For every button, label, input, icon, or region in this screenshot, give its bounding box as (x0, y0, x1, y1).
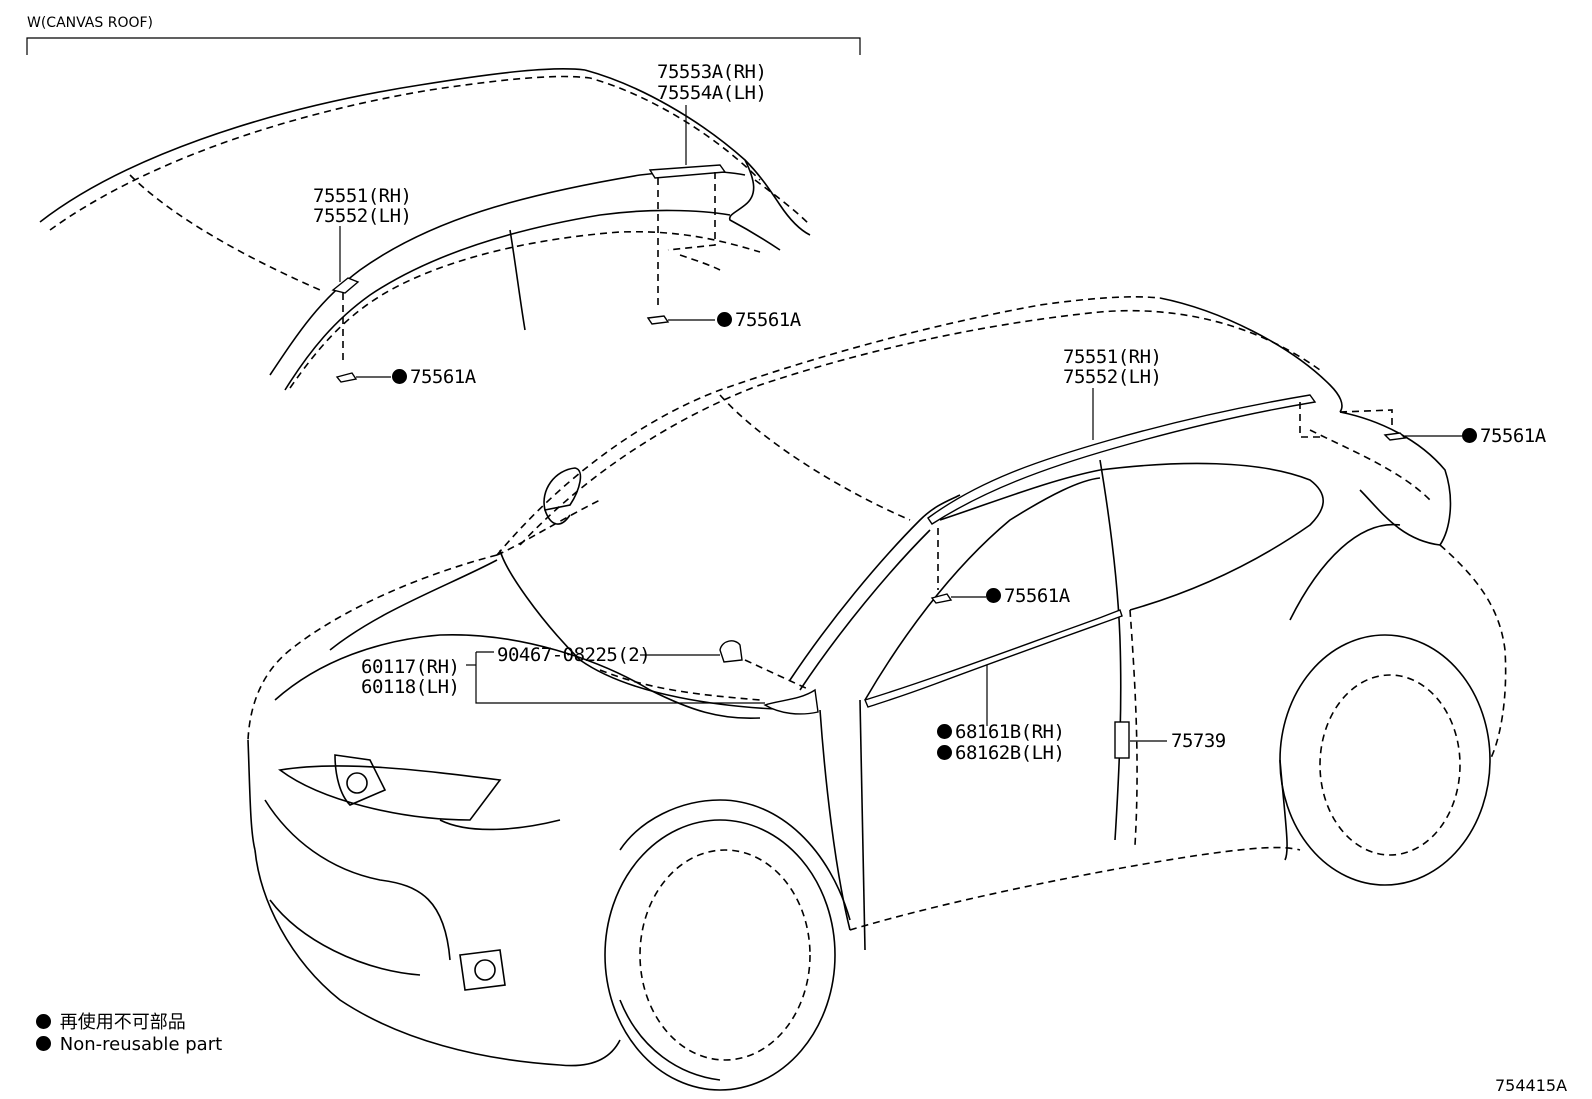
non-reusable-dot-icon (986, 588, 1001, 603)
inset-roof-drawing (39, 67, 811, 391)
non-reusable-dot-icon (36, 1014, 51, 1029)
main-cowl-piece (763, 688, 819, 715)
main-clip-rear (1383, 432, 1407, 441)
label-inset-75552: 75552(LH) (313, 205, 412, 227)
non-reusable-dot-icon (36, 1036, 51, 1051)
inset-front-roof-molding (331, 277, 360, 294)
label-bolt: 90467-08225(2) (497, 644, 651, 666)
legend-en: Non-reusable part (36, 1034, 222, 1055)
inset-clip-rear (646, 315, 670, 325)
label-main-clip-mid: 75561A (986, 586, 1070, 607)
main-tape (1114, 721, 1130, 759)
inset-clip-front (335, 372, 358, 383)
label-60118: 60118(LH) (361, 676, 460, 698)
non-reusable-dot-icon (937, 724, 952, 739)
label-60117: 60117(RH) (361, 656, 460, 678)
legend-jp: 再使用不可部品 (36, 1008, 186, 1034)
label-75554a: 75554A(LH) (657, 82, 767, 104)
label-68162b: 68162B(LH) (937, 743, 1065, 764)
non-reusable-dot-icon (1462, 428, 1477, 443)
main-belt-molding (864, 609, 1123, 708)
label-75739: 75739 (1171, 730, 1226, 752)
main-car-drawing (247, 296, 1507, 1091)
label-inset-clip-front: 75561A (392, 367, 476, 388)
main-roof-molding (927, 394, 1317, 525)
label-main-75551: 75551(RH) (1063, 346, 1162, 368)
label-68161b: 68161B(RH) (937, 722, 1065, 743)
label-main-clip-rear: 75561A (1462, 426, 1546, 447)
non-reusable-dot-icon (717, 312, 732, 327)
non-reusable-dot-icon (937, 745, 952, 760)
variant-label: W(CANVAS ROOF) (27, 15, 154, 31)
main-bolt (719, 640, 743, 663)
label-inset-75551: 75551(RH) (313, 185, 412, 207)
label-main-75552: 75552(LH) (1063, 366, 1162, 388)
label-75553a: 75553A(RH) (657, 61, 767, 83)
figure-reference: 754415A (1495, 1076, 1568, 1095)
inset-rear-roof-molding (648, 164, 727, 179)
label-inset-clip-rear: 75561A (717, 310, 801, 331)
non-reusable-dot-icon (392, 369, 407, 384)
main-clip-mid (930, 593, 953, 604)
header-bracket (26, 37, 861, 55)
